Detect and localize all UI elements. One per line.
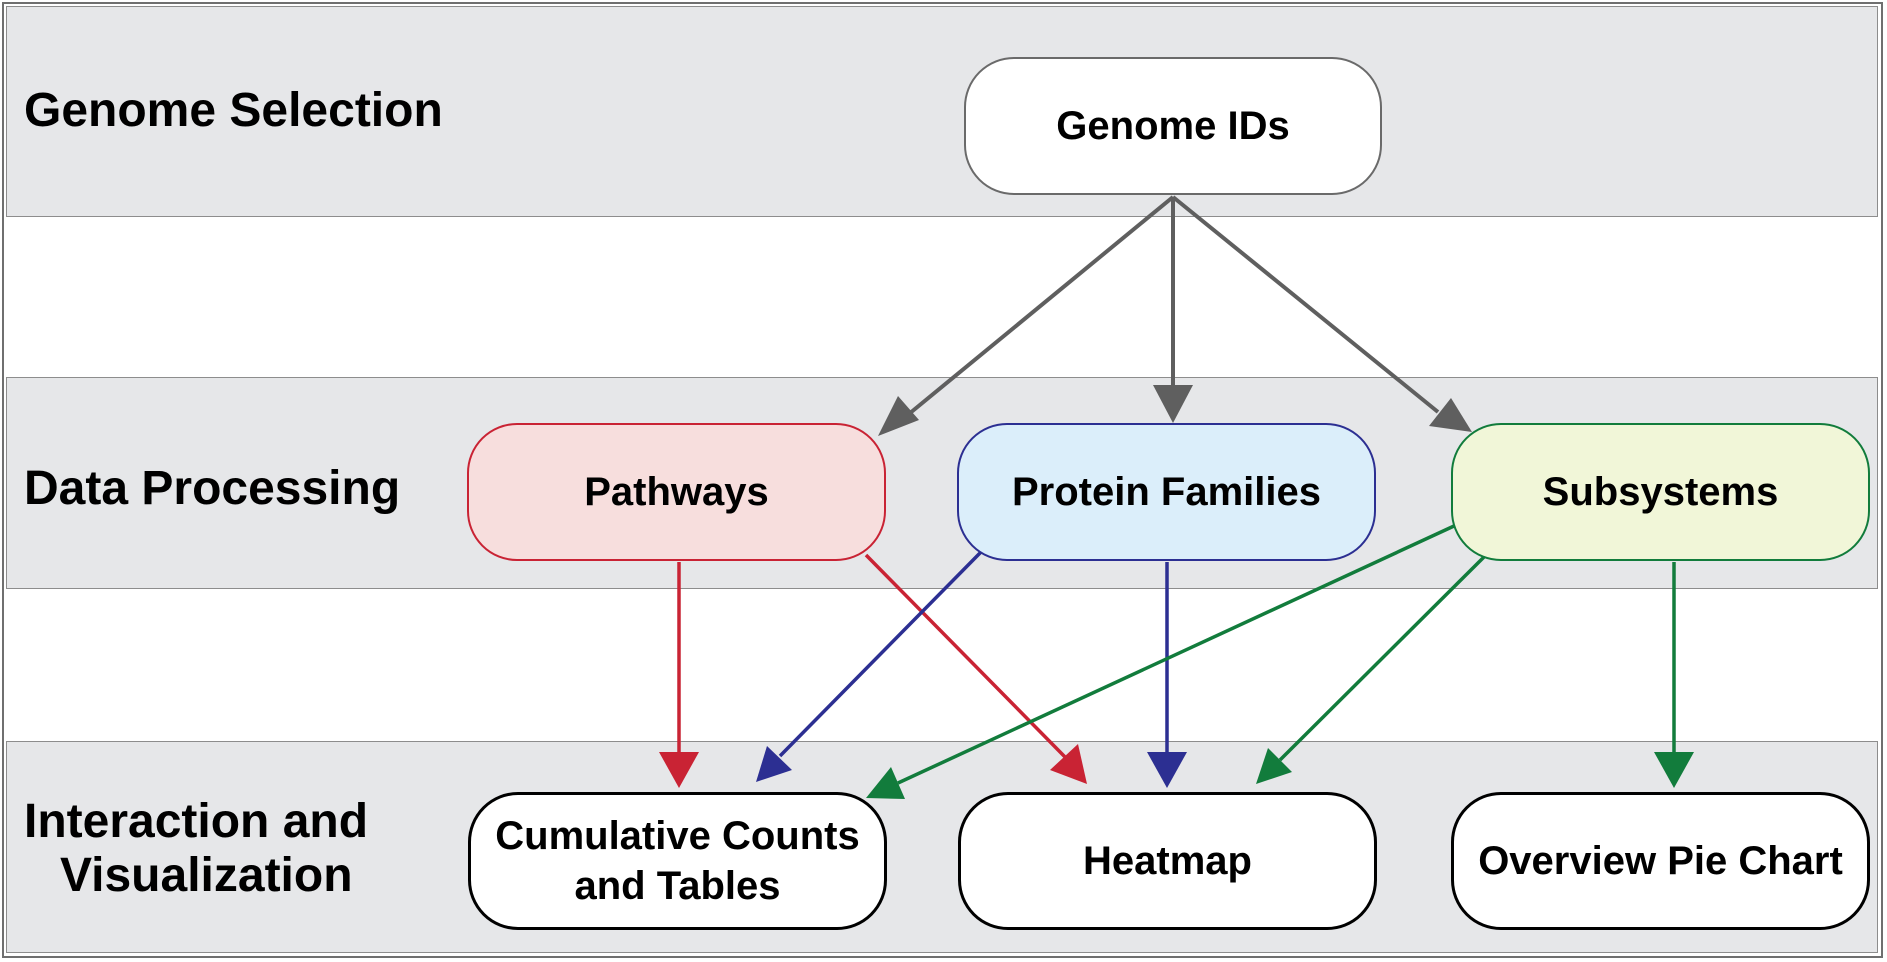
node-overview-pie-chart: Overview Pie Chart bbox=[1451, 792, 1870, 930]
arrowhead-subsystems-to-pie bbox=[1654, 752, 1694, 788]
label-data-processing: Data Processing bbox=[24, 462, 401, 515]
node-cumulative-line2: and Tables bbox=[574, 864, 781, 908]
node-pathways: Pathways bbox=[467, 423, 886, 561]
label-interaction-line2: Visualization bbox=[60, 848, 353, 902]
node-genome-ids: Genome IDs bbox=[964, 57, 1382, 195]
edge-subsystems-to-cumulative bbox=[897, 524, 1455, 785]
arrowhead-pathways-to-cumulative bbox=[659, 752, 699, 788]
arrowhead-protein-to-heatmap bbox=[1147, 752, 1187, 788]
edge-genome-to-subsystems bbox=[1171, 195, 1440, 414]
label-interaction-line1: Interaction and bbox=[24, 795, 369, 848]
arrowhead-genome-to-subsystems bbox=[1429, 398, 1472, 432]
edges-protein-families bbox=[756, 550, 1187, 788]
edge-pathways-to-heatmap bbox=[864, 553, 1068, 760]
edges-pathways bbox=[659, 553, 1087, 788]
label-genome-selection: Genome Selection bbox=[24, 84, 443, 137]
node-cumulative-counts-tables: Cumulative Counts and Tables bbox=[468, 792, 887, 930]
band-genome-selection bbox=[6, 6, 1878, 217]
label-interaction-visualization: Interaction and Visualization bbox=[24, 795, 444, 903]
edges-gray bbox=[878, 195, 1472, 436]
node-cumulative-line1: Cumulative Counts bbox=[495, 814, 860, 858]
arrowhead-subsystems-to-cumulative bbox=[866, 767, 905, 799]
arrowhead-genome-to-protein bbox=[1153, 385, 1193, 423]
edges-subsystems bbox=[866, 524, 1694, 799]
arrowhead-genome-to-pathways bbox=[878, 396, 919, 436]
node-protein-families: Protein Families bbox=[957, 423, 1376, 561]
arrowhead-protein-to-cumulative bbox=[756, 746, 792, 782]
arrowhead-subsystems-to-heatmap bbox=[1256, 748, 1292, 784]
edge-protein-to-cumulative bbox=[778, 550, 983, 758]
arrowhead-pathways-to-heatmap bbox=[1050, 744, 1087, 784]
node-subsystems: Subsystems bbox=[1451, 423, 1870, 561]
edge-genome-to-pathways bbox=[902, 195, 1175, 420]
edge-subsystems-to-heatmap bbox=[1278, 553, 1488, 762]
node-heatmap: Heatmap bbox=[958, 792, 1377, 930]
